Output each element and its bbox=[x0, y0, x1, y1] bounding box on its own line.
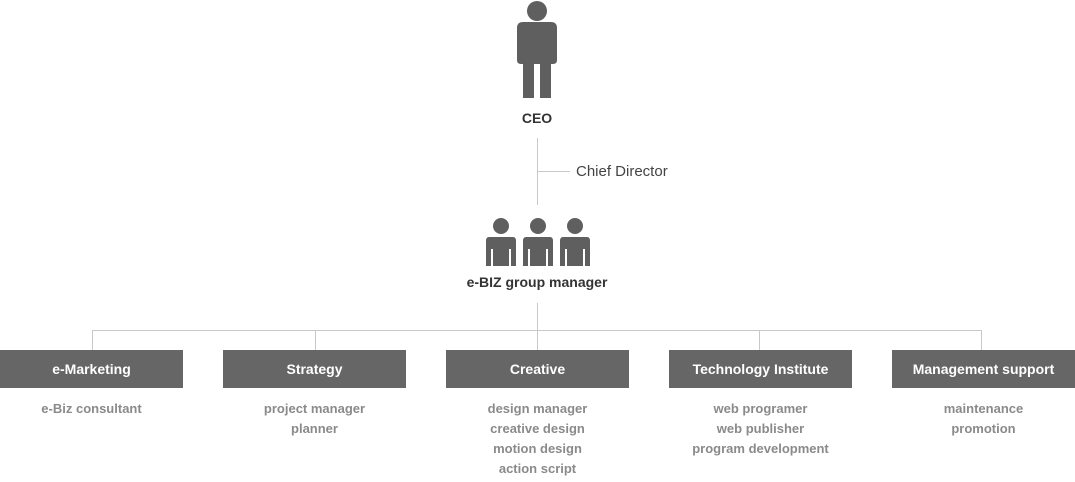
role-item: web publisher bbox=[716, 421, 805, 436]
dept-drop-line bbox=[315, 330, 316, 350]
dept-box-e-marketing[interactable]: e-Marketing bbox=[0, 350, 183, 388]
role-item: design manager bbox=[487, 401, 588, 416]
role-item: project manager bbox=[263, 401, 366, 416]
chief-director-label: Chief Director bbox=[576, 163, 668, 180]
group-manager-label: e-BIZ group manager bbox=[466, 274, 608, 290]
chief-director-branch-line bbox=[537, 171, 570, 172]
dept-box-creative[interactable]: Creative bbox=[446, 350, 629, 388]
roles-technology-institute: web programer web publisher program deve… bbox=[669, 399, 852, 459]
role-item: maintenance bbox=[943, 401, 1024, 416]
role-item: creative design bbox=[490, 421, 585, 436]
roles-creative: design manager creative design motion de… bbox=[446, 399, 629, 479]
role-item: planner bbox=[291, 421, 338, 436]
dept-drop-line bbox=[981, 330, 982, 350]
dept-drop-line bbox=[759, 330, 760, 350]
ceo-label: CEO bbox=[521, 110, 553, 126]
dept-drop-line bbox=[92, 330, 93, 350]
role-item: motion design bbox=[493, 441, 582, 456]
dept-drop-line bbox=[537, 330, 538, 350]
roles-management-support: maintenance promotion bbox=[892, 399, 1075, 439]
ceo-person-icon bbox=[517, 1, 557, 98]
role-item: web programer bbox=[713, 401, 808, 416]
role-item: e-Biz consultant bbox=[41, 401, 142, 416]
dept-box-technology-institute[interactable]: Technology Institute bbox=[669, 350, 852, 388]
group-manager-group-icon bbox=[486, 218, 590, 266]
roles-e-marketing: e-Biz consultant bbox=[0, 399, 183, 419]
group-connector-line bbox=[537, 303, 538, 331]
role-item: program development bbox=[692, 441, 829, 456]
dept-box-strategy[interactable]: Strategy bbox=[223, 350, 406, 388]
role-item: promotion bbox=[951, 421, 1016, 436]
role-item: action script bbox=[498, 461, 577, 476]
dept-box-management-support[interactable]: Management support bbox=[892, 350, 1075, 388]
roles-strategy: project manager planner bbox=[223, 399, 406, 439]
